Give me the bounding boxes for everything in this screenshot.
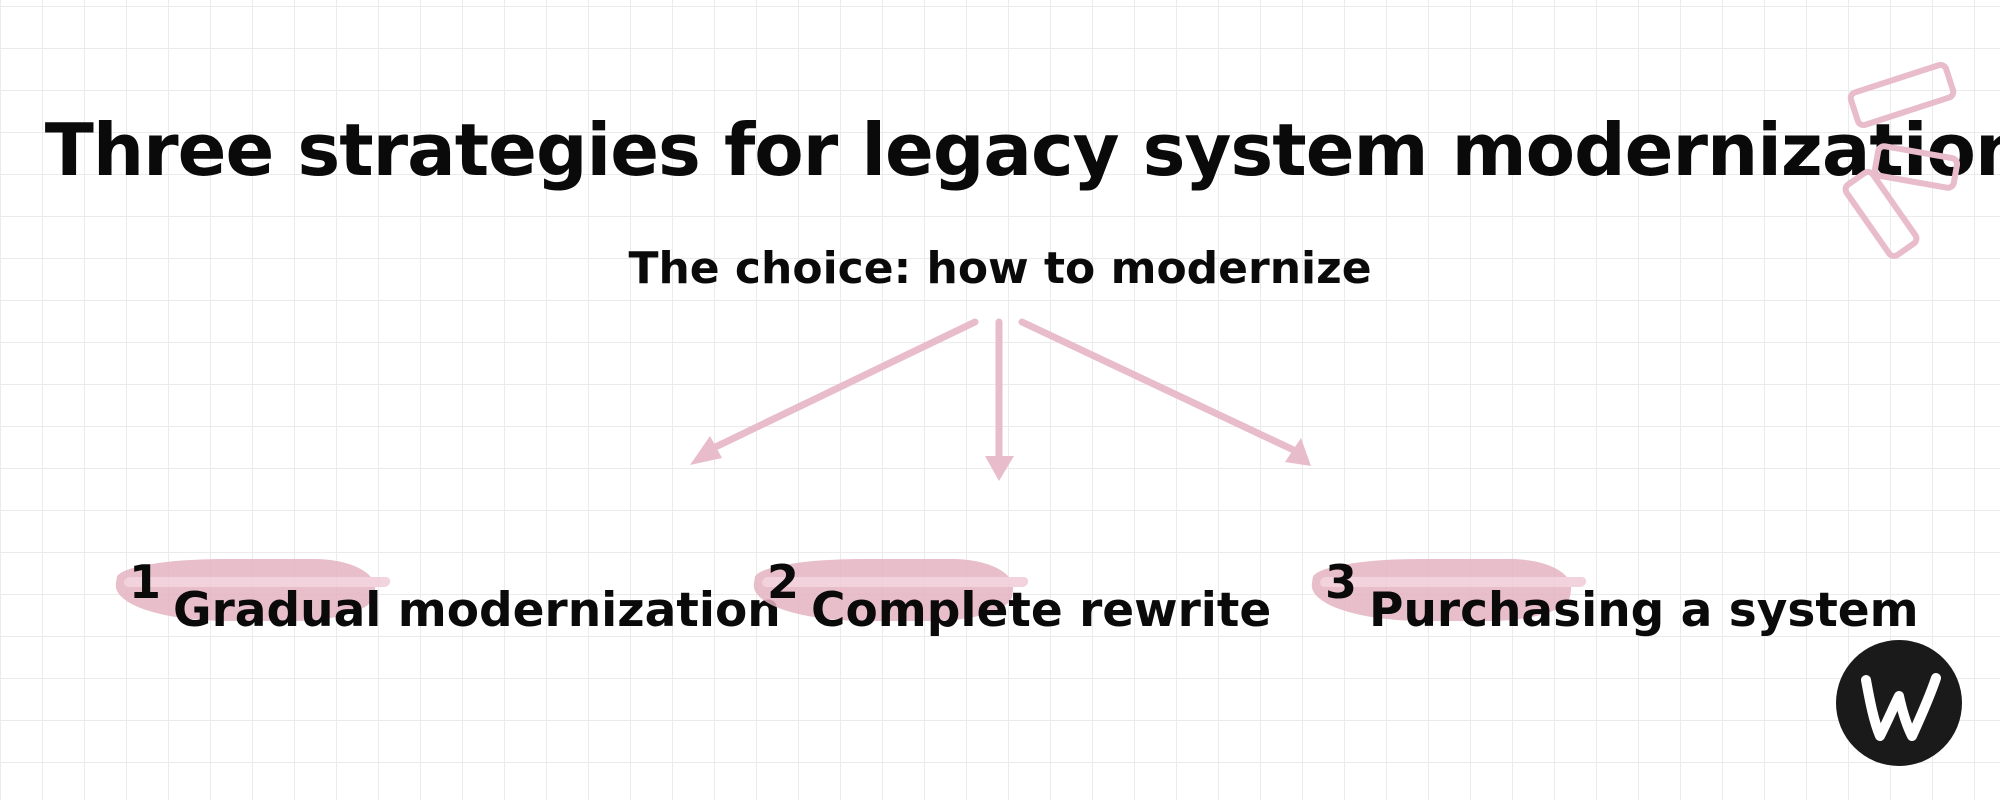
option-label: Gradual modernization: [173, 583, 781, 638]
option-number: 3: [1325, 555, 1358, 609]
w-logo-icon: [1836, 640, 1962, 766]
option-label: Purchasing a system: [1369, 583, 1919, 638]
arrow-down-head: [985, 456, 1014, 481]
arrow-left-icon: [701, 318, 979, 456]
option-number: 1: [129, 555, 162, 609]
option-label: Complete rewrite: [811, 583, 1272, 638]
decision-heading: The choice: how to modernize: [628, 243, 1372, 294]
option-number: 2: [767, 555, 800, 609]
sparkle-decoration-icon: [1842, 61, 1961, 260]
arrow-right-icon: [1018, 318, 1304, 457]
arrow-right-head: [1285, 438, 1311, 466]
diagram-title: Three strategies for legacy system moder…: [44, 108, 2000, 192]
w-logo-mark: [1861, 673, 1941, 741]
arrow-left-head: [690, 436, 722, 465]
